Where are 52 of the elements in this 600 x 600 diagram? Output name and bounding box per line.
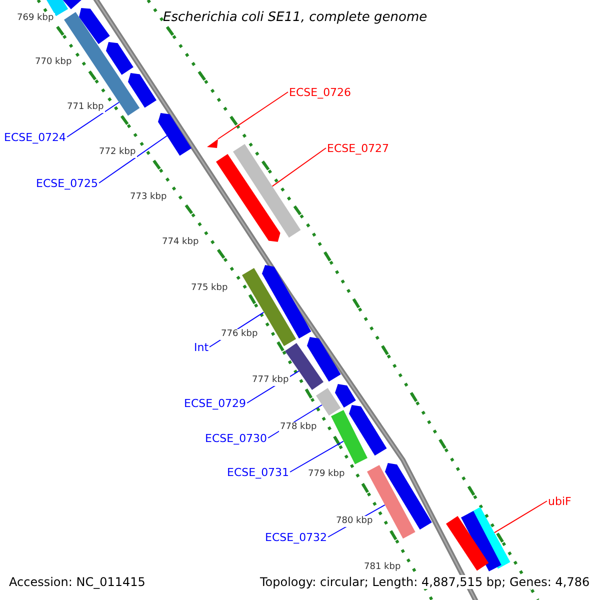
scale-label: 779 kbp bbox=[307, 468, 346, 480]
scale-label: 771 kbp bbox=[66, 102, 105, 112]
leader-line bbox=[98, 135, 168, 184]
gene-label: ECSE_0732 bbox=[265, 532, 328, 542]
leader-line bbox=[209, 312, 264, 348]
gene-bar bbox=[233, 144, 301, 238]
leader-line bbox=[66, 102, 120, 138]
scale-label: 778 kbp bbox=[279, 422, 318, 432]
gene-block bbox=[128, 73, 157, 108]
gene-block bbox=[216, 154, 280, 242]
scale-label: 777 kbp bbox=[251, 374, 290, 386]
leader-line bbox=[268, 404, 323, 438]
gene-block bbox=[335, 384, 356, 408]
gene-block bbox=[262, 265, 312, 338]
leader-line bbox=[494, 500, 548, 534]
scale-label: 772 kbp bbox=[98, 146, 137, 158]
gene-block bbox=[349, 405, 387, 456]
scale-label: 781 kbp bbox=[363, 562, 402, 572]
scale-label: 773 kbp bbox=[129, 192, 168, 202]
gene-block bbox=[106, 42, 134, 75]
leader-line bbox=[218, 92, 288, 140]
gene-label: ECSE_0724 bbox=[4, 132, 66, 142]
gene-label: ECSE_0729 bbox=[184, 398, 246, 408]
gene-bar bbox=[316, 388, 341, 416]
chart-title: Escherichia coli SE11, complete genome bbox=[163, 11, 428, 24]
gene-label: ECSE_0725 bbox=[36, 178, 98, 188]
footer-text: Accession: NC_011415 bbox=[8, 575, 146, 589]
gene-block bbox=[385, 463, 432, 530]
gene-bar bbox=[446, 516, 489, 571]
scale-label: 780 kbp bbox=[335, 516, 374, 526]
gene-label: ubiF bbox=[548, 496, 572, 506]
footer-text: Topology: circular; Length: 4,887,515 bp; Genes: 4,786 bbox=[259, 575, 591, 589]
leader-line bbox=[290, 440, 344, 472]
scale-label: 769 kbp bbox=[16, 12, 55, 24]
gene-label: ECSE_0731 bbox=[227, 466, 290, 478]
gene-label: ECSE_0726 bbox=[289, 86, 352, 98]
scale-label: 775 kbp bbox=[190, 282, 229, 294]
gene-block bbox=[158, 113, 192, 156]
gene-block bbox=[78, 8, 110, 44]
gene-label: Int bbox=[194, 342, 209, 352]
gene-bar bbox=[330, 410, 368, 464]
gene-bar bbox=[460, 510, 502, 572]
gene-label: ECSE_0730 bbox=[205, 432, 268, 444]
gene-block bbox=[207, 139, 218, 148]
leader-line bbox=[246, 370, 300, 404]
gene-block bbox=[307, 337, 341, 382]
gene-label: ECSE_0727 bbox=[327, 142, 390, 154]
scale-label: 776 kbp bbox=[220, 328, 259, 340]
leader-line bbox=[272, 148, 326, 187]
scale-label: 770 kbp bbox=[34, 56, 73, 68]
gene-bar bbox=[242, 268, 296, 347]
scale-label: 774 kbp bbox=[161, 236, 200, 248]
